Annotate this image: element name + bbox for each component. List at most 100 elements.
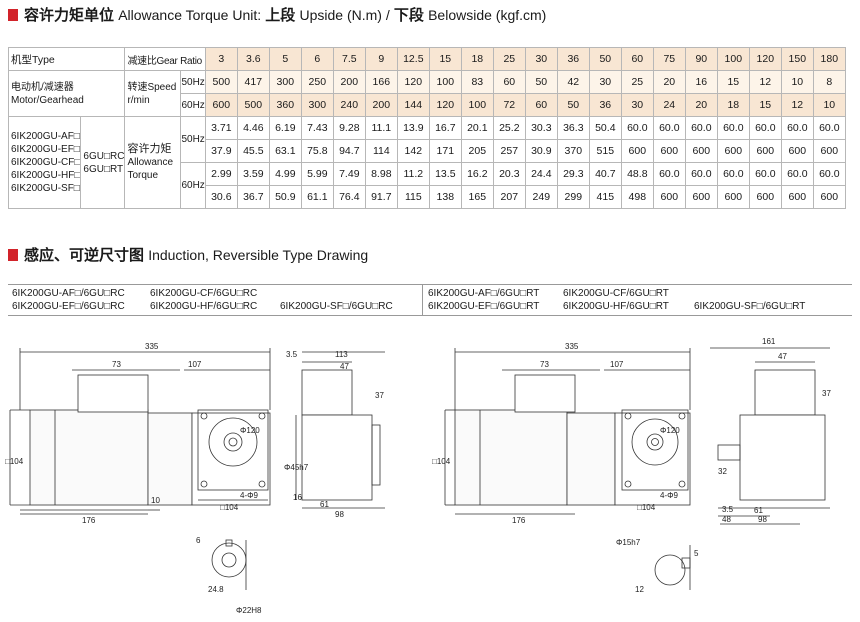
speed-50hz-cell: 100 <box>428 70 462 94</box>
speed-60hz-cell: 20 <box>684 93 718 117</box>
speed-60hz-cell: 18 <box>716 93 750 117</box>
torque-60hz-kgfcm-cell: 138 <box>428 185 462 209</box>
torque-50hz-kgfcm-cell: 45.5 <box>236 139 270 163</box>
torque-50hz-nm-cell: 60.0 <box>716 116 750 140</box>
speed-50hz-cell: 30 <box>588 70 622 94</box>
speed-50hz-cell: 20 <box>652 70 686 94</box>
dim-176: 176 <box>82 516 96 525</box>
torque-50hz-nm-cell: 30.3 <box>524 116 558 140</box>
gear-ratio-cell: 36 <box>556 47 590 71</box>
speed-50hz-cell: 50 <box>524 70 558 94</box>
torque-50hz-label: 50Hz <box>180 116 206 163</box>
torque-60hz-nm-cell: 60.0 <box>684 162 718 186</box>
torque-50hz-nm-cell: 60.0 <box>652 116 686 140</box>
dim-107: 107 <box>188 360 202 369</box>
speed-60hz-cell: 60 <box>524 93 558 117</box>
dim-32: 32 <box>718 467 727 476</box>
torque-60hz-kgfcm-cell: 600 <box>684 185 718 209</box>
dim-37-right: 37 <box>822 389 831 398</box>
torque-50hz-kgfcm-cell: 600 <box>780 139 814 163</box>
torque-50hz-kgfcm-cell: 75.8 <box>300 139 334 163</box>
model-rc-4: 6IK200GU-HF/6GU□RC <box>150 301 258 312</box>
dim-phi45h7: Φ45h7 <box>284 463 309 472</box>
speed-label: 转速Speed r/min <box>124 70 182 117</box>
torque-50hz-kgfcm-cell: 515 <box>588 139 622 163</box>
dim-73-right: 73 <box>540 360 549 369</box>
speed-50hz-cell: 250 <box>300 70 334 94</box>
speed-60hz-cell: 100 <box>460 93 494 117</box>
torque-50hz-nm-cell: 4.46 <box>236 116 270 140</box>
dim-16: 16 <box>293 493 302 502</box>
torque-60hz-nm-cell: 60.0 <box>652 162 686 186</box>
gear-ratio-cell: 5 <box>268 47 302 71</box>
dim-176-right: 176 <box>512 516 526 525</box>
dim-104-vertical: □104 <box>5 457 24 466</box>
speed-50hz-cell: 120 <box>396 70 430 94</box>
model-list-band: 6IK200GU-AF□/6GU□RC 6IK200GU-CF/6GU□RC 6… <box>8 284 852 316</box>
torque-60hz-nm-cell: 5.99 <box>300 162 334 186</box>
torque-60hz-nm-cell: 20.3 <box>492 162 526 186</box>
gear-ratio-cell: 60 <box>620 47 654 71</box>
rt-side-view <box>444 348 691 515</box>
speed-60hz-cell: 360 <box>268 93 302 117</box>
dim-61-right: 61 <box>754 506 763 515</box>
dim-47-right: 47 <box>778 352 787 361</box>
speed-60hz-cell: 50 <box>556 93 590 117</box>
model-rt-3: 6IK200GU-EF□/6GU□RT <box>428 301 540 312</box>
gear-ratio-cell: 15 <box>428 47 462 71</box>
torque-60hz-nm-cell: 60.0 <box>748 162 782 186</box>
torque-60hz-kgfcm-cell: 249 <box>524 185 558 209</box>
gear-ratio-cell: 150 <box>780 47 814 71</box>
dim-98-right: 98 <box>758 515 767 524</box>
dim-37: 37 <box>375 391 384 400</box>
dim-335-right: 335 <box>565 342 579 351</box>
torque-60hz-kgfcm-cell: 50.9 <box>268 185 302 209</box>
torque-60hz-label: 60Hz <box>180 162 206 209</box>
gear-ratio-cell: 3 <box>204 47 238 71</box>
rc-shaft-key-detail <box>211 539 247 590</box>
dim-104-right: □104 <box>637 503 656 512</box>
speed-50hz-cell: 200 <box>332 70 366 94</box>
speed-60hz-label: 60Hz <box>180 93 206 117</box>
gear-ratio-cell: 3.6 <box>236 47 270 71</box>
torque-50hz-nm-cell: 13.9 <box>396 116 430 140</box>
allowance-torque-label: 容许力矩 Allowance Torque <box>124 116 182 209</box>
torque-50hz-kgfcm-cell: 600 <box>652 139 686 163</box>
torque-60hz-kgfcm-cell: 207 <box>492 185 526 209</box>
dim-4phi9-right: 4-Φ9 <box>660 491 678 500</box>
model-rt-2: 6IK200GU-CF/6GU□RT <box>563 288 669 299</box>
torque-60hz-nm-cell: 7.49 <box>332 162 366 186</box>
section-marker-icon <box>8 249 18 261</box>
gear-ratio-cell: 50 <box>588 47 622 71</box>
speed-60hz-cell: 300 <box>300 93 334 117</box>
gear-ratio-cell: 180 <box>812 47 846 71</box>
torque-50hz-nm-cell: 9.28 <box>332 116 366 140</box>
speed-50hz-cell: 16 <box>684 70 718 94</box>
speed-50hz-cell: 500 <box>204 70 238 94</box>
torque-60hz-nm-cell: 2.99 <box>204 162 238 186</box>
speed-50hz-cell: 83 <box>460 70 494 94</box>
torque-50hz-kgfcm-cell: 205 <box>460 139 494 163</box>
torque-60hz-nm-cell: 24.4 <box>524 162 558 186</box>
torque-50hz-nm-cell: 25.2 <box>492 116 526 140</box>
torque-60hz-kgfcm-cell: 600 <box>780 185 814 209</box>
torque-50hz-kgfcm-cell: 257 <box>492 139 526 163</box>
dim-104-left: □104 <box>220 503 239 512</box>
dim-48: 48 <box>722 515 731 524</box>
model-rt-1: 6IK200GU-AF□/6GU□RT <box>428 288 540 299</box>
torque-60hz-kgfcm-cell: 30.6 <box>204 185 238 209</box>
motor-models: 6IK200GU-AF□ 6IK200GU-EF□ 6IK200GU-CF□ 6… <box>7 116 82 209</box>
torque-50hz-kgfcm-cell: 37.9 <box>204 139 238 163</box>
dim-phi15h7: Φ15h7 <box>616 538 641 547</box>
speed-50hz-cell: 10 <box>780 70 814 94</box>
speed-60hz-cell: 72 <box>492 93 526 117</box>
torque-60hz-kgfcm-cell: 91.7 <box>364 185 398 209</box>
speed-50hz-cell: 60 <box>492 70 526 94</box>
torque-50hz-nm-cell: 60.0 <box>812 116 846 140</box>
gear-ratio-cell: 7.5 <box>332 47 366 71</box>
speed-60hz-cell: 15 <box>748 93 782 117</box>
speed-60hz-cell: 144 <box>396 93 430 117</box>
gear-ratio-cell: 75 <box>652 47 686 71</box>
model-rc-3: 6IK200GU-EF□/6GU□RC <box>12 301 125 312</box>
